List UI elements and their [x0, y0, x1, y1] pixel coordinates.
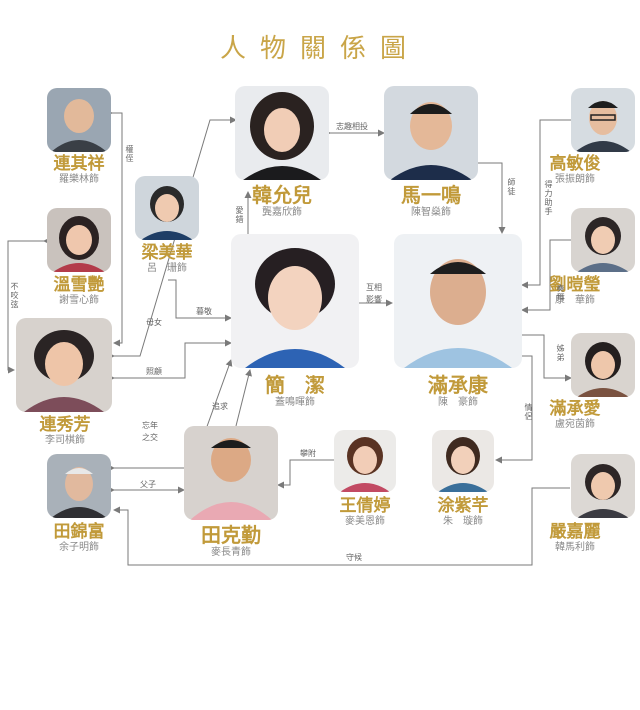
- actor-ma-yiming: 陳智燊飾: [411, 207, 451, 218]
- actor-wen-xueyan: 謝雪心飾: [59, 295, 99, 306]
- rel-label-bujiaoxian: 不咬弦: [10, 282, 19, 309]
- line-zhaogu: [108, 339, 232, 382]
- rel-label-shouhou: 守候: [346, 553, 362, 562]
- rel-label-munv: 母女: [146, 318, 162, 327]
- name-jian-jie: 簡 潔: [265, 373, 325, 397]
- name-tian-keqin: 田克勤: [201, 523, 261, 547]
- actor-tu-ziqian: 朱 璇飾: [443, 516, 483, 527]
- photo-gao-minjun: [571, 88, 635, 152]
- actor-liu-kaiying: 康 華飾: [555, 295, 595, 306]
- name-man-chengkang: 滿承康: [428, 373, 488, 397]
- name-tian-jinfu: 田錦富: [53, 522, 105, 542]
- actor-tian-jinfu: 余子明飾: [59, 542, 99, 553]
- photo-wen-xueyan: [47, 208, 111, 272]
- line-mujing: [168, 279, 232, 322]
- photo-man-chengai: [571, 333, 635, 397]
- rel-label-panfu: 攀附: [300, 449, 316, 458]
- rel-label-huxiang: 互相影響: [366, 283, 382, 304]
- rel-label-zhaogu: 照顧: [146, 367, 162, 376]
- rel-label-shitu: 師徒: [507, 178, 516, 196]
- actor-liang-meihua: 呂 珊飾: [147, 263, 187, 274]
- rel-label-wangnian: 忘年之交: [142, 421, 158, 442]
- line-bujiaoxian: [7, 237, 50, 374]
- photo-wang-qianting: [334, 430, 396, 492]
- actor-jian-jie: 蓋鳴暉飾: [275, 397, 315, 408]
- photo-liang-meihua: [135, 176, 199, 240]
- actor-lian-xiufang: 李司棋飾: [45, 435, 85, 446]
- line-panfu: [277, 459, 334, 489]
- actor-tian-keqin: 麥長青飾: [211, 547, 251, 558]
- name-lian-qixiang: 連其祥: [53, 154, 105, 174]
- name-gao-minjun: 高敏俊: [549, 154, 601, 174]
- line-shitu: [478, 162, 506, 234]
- photo-lian-qixiang: [47, 88, 111, 152]
- name-tu-ziqian: 涂紫芊: [437, 496, 489, 516]
- rel-label-fuzi: 父子: [140, 480, 156, 489]
- name-liang-meihua: 梁美華: [141, 243, 193, 263]
- photo-tian-jinfu: [47, 454, 111, 518]
- photo-yan-jiali: [571, 454, 635, 518]
- name-yan-jiali: 嚴嘉麗: [549, 522, 601, 542]
- line-qinglv: [495, 352, 533, 464]
- rel-label-qinglv: 情侶: [524, 403, 533, 421]
- rel-label-zhuiqiu: 追求: [212, 402, 228, 411]
- rel-label-jiedi: 姊弟: [556, 344, 565, 362]
- line-delizhushou: [521, 119, 572, 289]
- name-liu-kaiying: 劉暟瑩: [549, 275, 601, 295]
- rel-label-aimu: 愛錯: [235, 206, 244, 224]
- photo-man-chengkang: [394, 234, 522, 368]
- actor-wang-qianting: 麥美恩飾: [345, 516, 385, 527]
- line-zhuiqiu: [235, 369, 252, 427]
- line-shouhou: [113, 487, 570, 566]
- line-quanzhi: [106, 109, 123, 347]
- photo-liu-kaiying: [571, 208, 635, 272]
- rel-label-zhuji: 奏拜: [556, 284, 565, 302]
- photo-jian-jie: [231, 234, 359, 368]
- photo-han-yuner: [235, 86, 329, 180]
- line-zhuji: [521, 239, 572, 314]
- name-ma-yiming: 馬一鳴: [401, 183, 461, 207]
- diagram-title: 人物關係圖: [219, 34, 420, 64]
- actor-man-chengkang: 陳 豪飾: [438, 397, 478, 408]
- rel-label-delizhushou: 得力助手: [544, 180, 553, 216]
- name-man-chengai: 滿承愛: [549, 399, 601, 419]
- photo-lian-xiufang: [16, 318, 112, 412]
- rel-label-quanzhi: 權侄: [125, 145, 134, 163]
- name-han-yuner: 韓允兒: [252, 183, 312, 207]
- actor-gao-minjun: 張振朗飾: [555, 174, 595, 185]
- photo-tu-ziqian: [432, 430, 494, 492]
- rel-label-zhiqu: 志趣相投: [336, 122, 368, 131]
- photo-ma-yiming: [384, 86, 478, 180]
- line-jiedi: [516, 331, 572, 382]
- name-wang-qianting: 王倩婷: [339, 496, 391, 516]
- name-lian-xiufang: 連秀芳: [39, 415, 91, 435]
- actor-yan-jiali: 韓馬利飾: [555, 542, 595, 553]
- actor-han-yuner: 龔嘉欣飾: [262, 207, 302, 218]
- name-wen-xueyan: 溫雪艷: [53, 275, 105, 295]
- actor-lian-qixiang: 羅樂林飾: [59, 174, 99, 185]
- rel-label-mujing: 暮敬: [196, 307, 212, 316]
- actor-man-chengai: 盧宛茵飾: [555, 419, 595, 430]
- photo-tian-keqin: [184, 426, 278, 520]
